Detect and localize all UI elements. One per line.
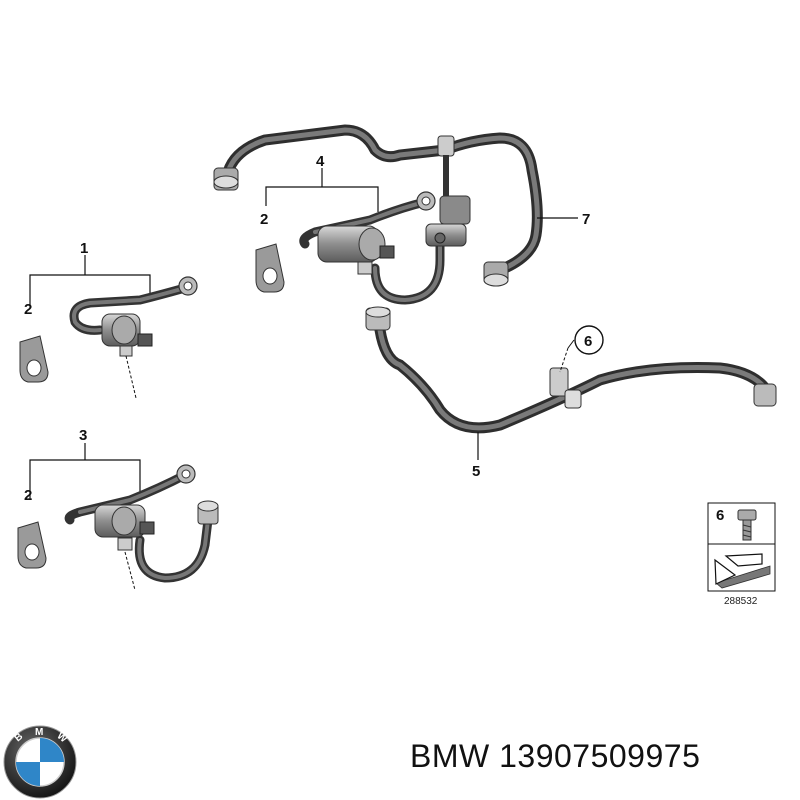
callout-1: 1 (80, 240, 88, 257)
callout-2b: 2 (24, 487, 32, 504)
clamp-part (19, 335, 49, 383)
svg-text:M: M (35, 727, 43, 738)
clamp-part (255, 243, 285, 293)
assembly-4: 4 2 (255, 153, 445, 305)
bmw-logo: B M W (3, 725, 77, 799)
assembly-1: 1 2 (19, 240, 198, 399)
callout-3: 3 (79, 427, 87, 444)
footer-part-label: BMW 13907509975 (410, 738, 701, 774)
arrow-icon (714, 553, 771, 589)
callout-5: 5 (472, 463, 480, 480)
legend-number: 6 (716, 507, 724, 524)
clamp-part (17, 521, 47, 569)
hose-7: 7 (213, 124, 590, 287)
legend-box: 6 (707, 502, 776, 592)
callout-6: 6 (584, 333, 592, 350)
callout-2c: 2 (260, 211, 268, 228)
hose-5: 5 6 (365, 306, 777, 480)
assembly-3: 3 2 (17, 427, 219, 591)
callout-4: 4 (316, 153, 325, 170)
callout-2a: 2 (24, 301, 32, 318)
bolt-icon (737, 509, 757, 541)
callout-7: 7 (582, 211, 590, 228)
diagram-ref-number: 288532 (724, 596, 758, 607)
